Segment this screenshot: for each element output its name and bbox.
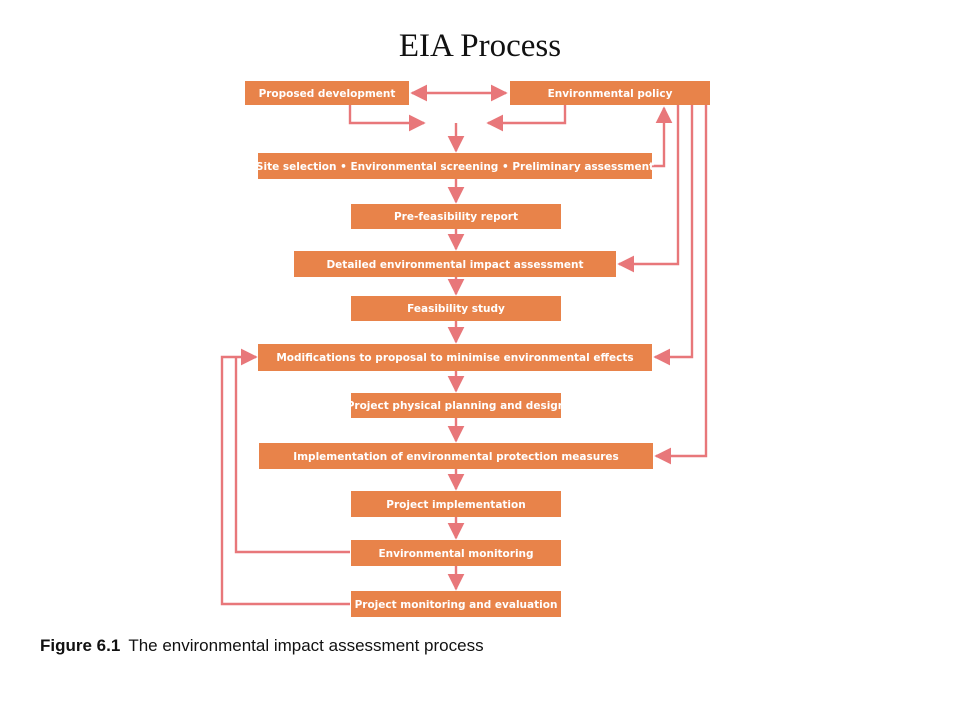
node-site-selection: Site selection • Environmental screening… [256,153,654,179]
node-prefeasibility-report: Pre-feasibility report [351,204,561,229]
figure-number: Figure 6.1 [40,636,121,655]
node-project-monitoring: Project monitoring and evaluation [351,591,561,617]
label-physical-planning: Project physical planning and design [347,400,566,412]
line-envmon-feedback [234,357,350,554]
line-projmon-feedback [220,348,350,606]
node-environmental-policy: Environmental policy [510,81,710,105]
figure-caption: Figure 6.1 The environmental impact asses… [40,636,484,656]
label-project-monitoring: Project monitoring and evaluation [355,599,558,611]
label-environmental-monitoring: Environmental monitoring [378,548,533,560]
label-feasibility-study: Feasibility study [407,303,505,315]
node-detailed-eia: Detailed environmental impact assessment [294,251,616,277]
label-environmental-policy: Environmental policy [548,88,673,100]
node-modifications: Modifications to proposal to minimise en… [258,344,652,371]
connectors [220,84,708,606]
line-policy-to-modif [653,105,694,366]
label-detailed-eia: Detailed environmental impact assessment [326,259,583,271]
label-implementation-protection: Implementation of environmental protecti… [293,451,619,463]
node-implementation-protection: Implementation of environmental protecti… [259,443,653,469]
line-proposed-down [348,105,426,132]
line-policy-to-implprot [654,105,708,465]
node-physical-planning: Project physical planning and design [347,393,566,418]
line-policy-down [486,105,567,132]
figure-caption-text: The environmental impact assessment proc… [128,636,484,655]
label-modifications: Modifications to proposal to minimise en… [276,352,633,364]
label-proposed-development: Proposed development [259,88,396,100]
node-environmental-monitoring: Environmental monitoring [351,540,561,566]
line-policy-to-detailed [617,105,680,273]
node-proposed-development: Proposed development [245,81,409,105]
node-feasibility-study: Feasibility study [351,296,561,321]
label-prefeasibility-report: Pre-feasibility report [394,211,518,223]
label-site-selection: Site selection • Environmental screening… [256,161,654,173]
label-project-implementation: Project implementation [386,499,525,511]
node-project-implementation: Project implementation [351,491,561,517]
line-site-to-policy [652,106,673,168]
page-title: EIA Process [398,28,562,64]
